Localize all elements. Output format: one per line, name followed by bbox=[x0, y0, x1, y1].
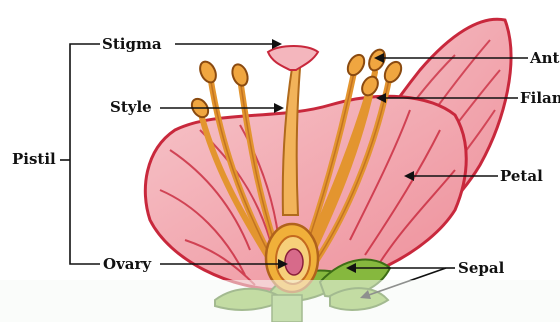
label-sepal: Sepal bbox=[458, 261, 504, 276]
label-ovary: Ovary bbox=[103, 257, 151, 272]
stigma bbox=[268, 46, 318, 70]
label-pistil: Pistil bbox=[12, 152, 56, 167]
label-style: Style bbox=[110, 100, 152, 115]
label-petal: Petal bbox=[500, 169, 543, 184]
label-filament: Filan bbox=[520, 91, 560, 106]
ovule bbox=[285, 249, 303, 275]
style bbox=[283, 68, 300, 215]
label-anther: Ant bbox=[530, 51, 559, 66]
bottom-band bbox=[0, 280, 560, 322]
pistil-bracket bbox=[70, 44, 100, 264]
label-stigma: Stigma bbox=[102, 37, 162, 52]
